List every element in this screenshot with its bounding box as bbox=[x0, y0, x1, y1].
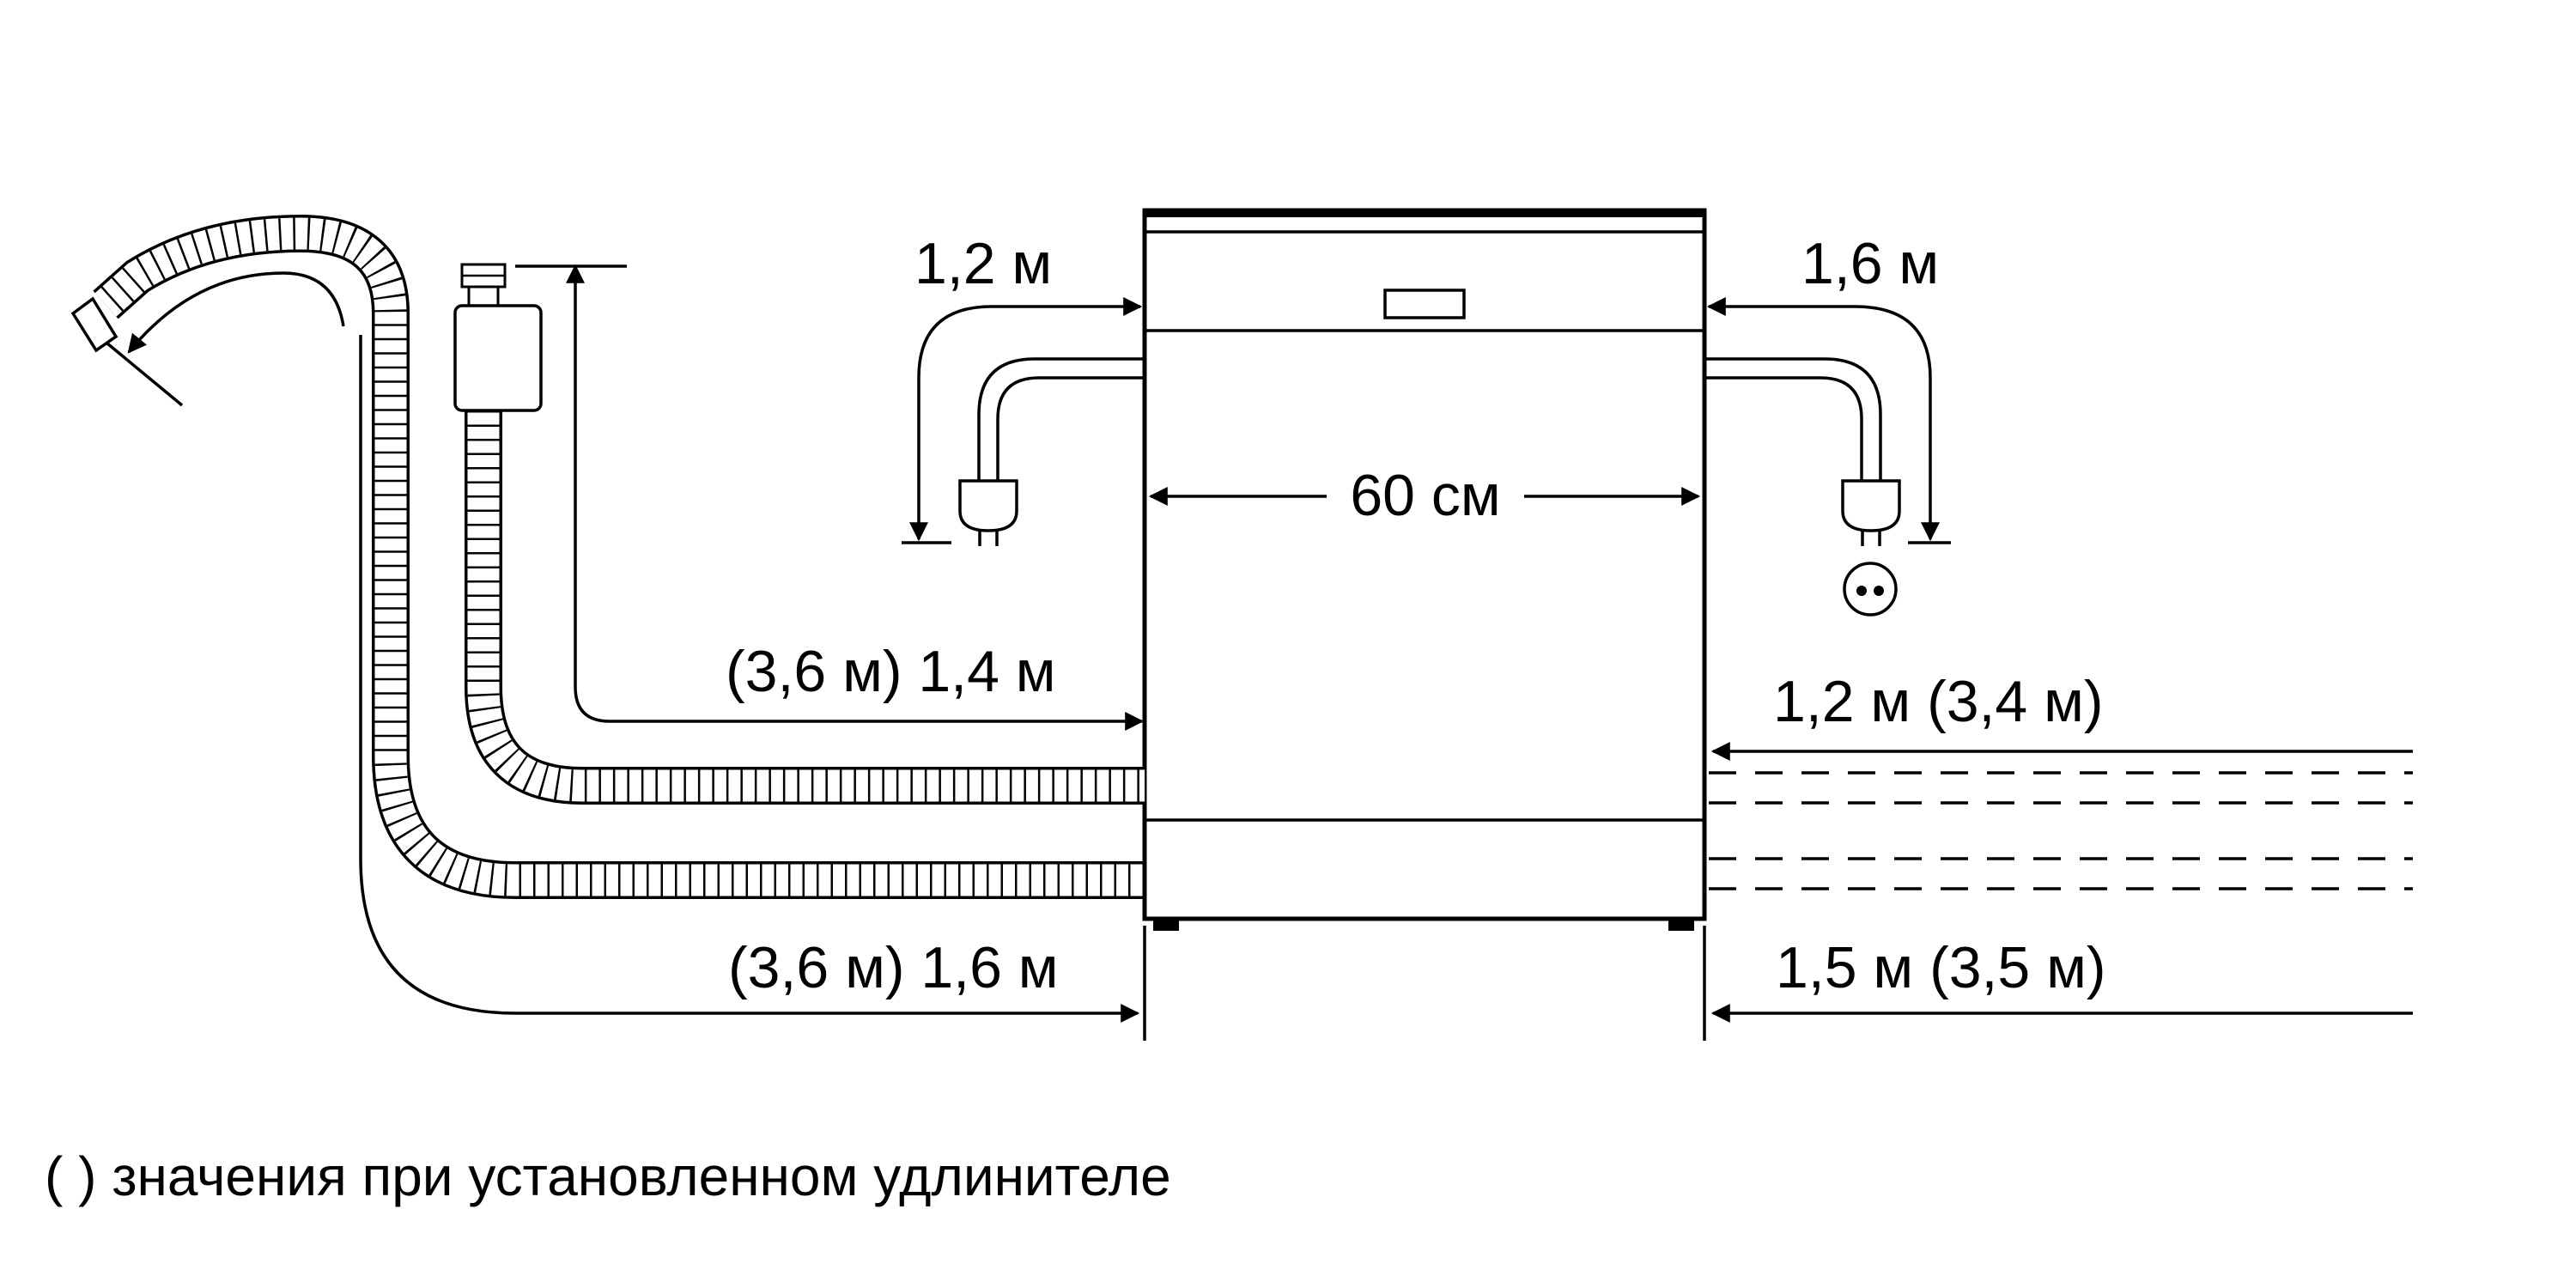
drain-hose-end-icon bbox=[70, 296, 118, 353]
inlet-hose-inner bbox=[467, 410, 1145, 802]
inlet-right-label: 1,2 м (3,4 м) bbox=[1773, 669, 2104, 734]
width-dimension: 60 см bbox=[1148, 463, 1701, 528]
footnote: ( ) значения при установленном удлинител… bbox=[45, 1145, 1171, 1207]
inlet-left-label: (3,6 м) 1,4 м bbox=[726, 639, 1056, 704]
foot-right bbox=[1668, 919, 1694, 931]
display-window bbox=[1383, 289, 1466, 319]
cord-left-label: 1,2 м bbox=[914, 231, 1052, 296]
drain-hose-inner bbox=[94, 217, 1145, 896]
cord-right-label: 1,6 м bbox=[1801, 231, 1939, 296]
drain-left-label: (3,6 м) 1,6 м bbox=[728, 935, 1059, 1000]
inlet-hose: (3,6 м) 1,4 м bbox=[453, 263, 1145, 805]
plug-right-icon bbox=[1841, 479, 1901, 532]
power-cord-left: 1,2 м bbox=[902, 231, 1145, 546]
width-label: 60 см bbox=[1350, 463, 1500, 528]
plug-left-icon bbox=[958, 479, 1018, 532]
inlet-hose-ribs bbox=[467, 410, 1145, 802]
foot-left bbox=[1153, 919, 1179, 931]
power-cord-right: 1,6 м bbox=[1704, 231, 1951, 617]
drain-right-label: 1,5 м (3,5 м) bbox=[1776, 935, 2106, 1000]
right-side-routing: 1,2 м (3,4 м) 1,5 м (3,5 м) bbox=[1703, 669, 2413, 1041]
dishwasher bbox=[1142, 208, 1707, 931]
aquastop-box bbox=[453, 304, 543, 412]
socket-icon bbox=[1843, 562, 1898, 617]
tap-connector-icon bbox=[453, 263, 543, 412]
dishwasher-body bbox=[1142, 208, 1707, 921]
drain-hose: (3,6 м) 1,6 м bbox=[70, 214, 1146, 1041]
inlet-hose-outer bbox=[465, 410, 1145, 805]
